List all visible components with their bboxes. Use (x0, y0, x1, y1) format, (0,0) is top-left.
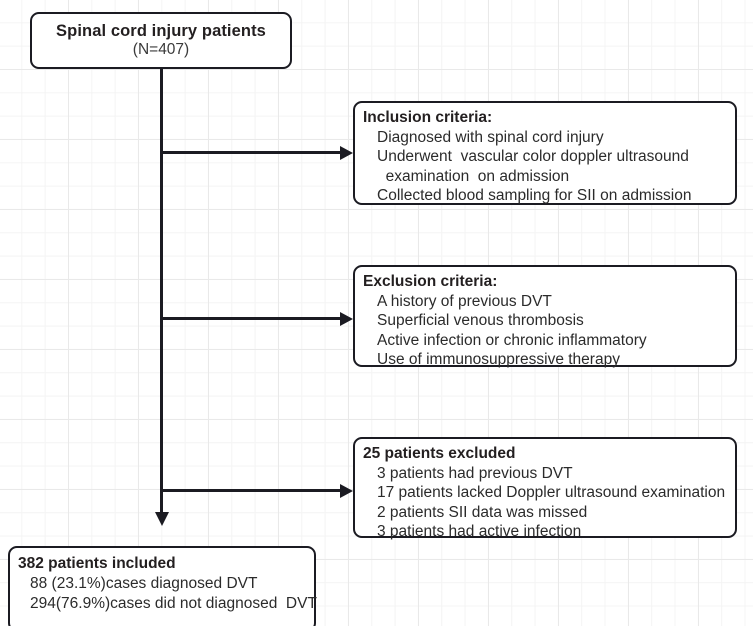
excluded-title: 25 patients excluded (363, 445, 516, 462)
node-exclusion-criteria[interactable]: Exclusion criteria: A history of previou… (353, 265, 737, 369)
node-patients-included[interactable]: 382 patients included 88 (23.1%)cases di… (8, 546, 317, 626)
excluded-item: 17 patients lacked Doppler ultrasound ex… (377, 484, 726, 502)
inclusion-item: Collected blood sampling for SII on admi… (377, 187, 692, 205)
connector-branch-to-exclusion (160, 317, 342, 320)
included-item: 294(76.9%)cases did not diagnosed DVT (30, 595, 317, 613)
node-root-title: Spinal cord injury patients (56, 21, 266, 40)
exclusion-title: Exclusion criteria: (363, 273, 498, 290)
node-patients-excluded[interactable]: 25 patients excluded 3 patients had prev… (353, 437, 737, 540)
connector-branch-to-inclusion (160, 151, 342, 154)
arrowhead-to-exclusion (340, 311, 353, 326)
included-item: 88 (23.1%)cases diagnosed DVT (30, 575, 258, 593)
inclusion-item: examination on admission (377, 167, 570, 185)
node-inclusion-criteria[interactable]: Inclusion criteria: Diagnosed with spina… (353, 101, 737, 205)
exclusion-item: Superficial venous thrombosis (377, 312, 584, 330)
connector-trunk-vertical (160, 69, 163, 513)
excluded-item: 2 patients SII data was missed (377, 503, 588, 521)
inclusion-title: Inclusion criteria: (363, 109, 493, 126)
arrowhead-to-included (154, 512, 169, 526)
exclusion-item: Use of immunosuppressive therapy (377, 351, 620, 369)
inclusion-item: Diagnosed with spinal cord injury (377, 128, 604, 146)
excluded-item: 3 patients had active infection (377, 523, 582, 541)
excluded-item: 3 patients had previous DVT (377, 464, 573, 482)
exclusion-item: A history of previous DVT (377, 292, 552, 310)
node-spinal-cord-injury-patients[interactable]: Spinal cord injury patients (N=407) (30, 12, 292, 69)
arrowhead-to-excluded (340, 483, 353, 498)
arrowhead-to-inclusion (340, 145, 353, 160)
inclusion-item: Underwent vascular color doppler ultraso… (377, 148, 689, 166)
exclusion-item: Active infection or chronic inflammatory (377, 331, 647, 349)
connector-branch-to-excluded (160, 489, 342, 492)
included-title: 382 patients included (18, 555, 176, 572)
node-root-subtitle: (N=407) (132, 41, 190, 59)
